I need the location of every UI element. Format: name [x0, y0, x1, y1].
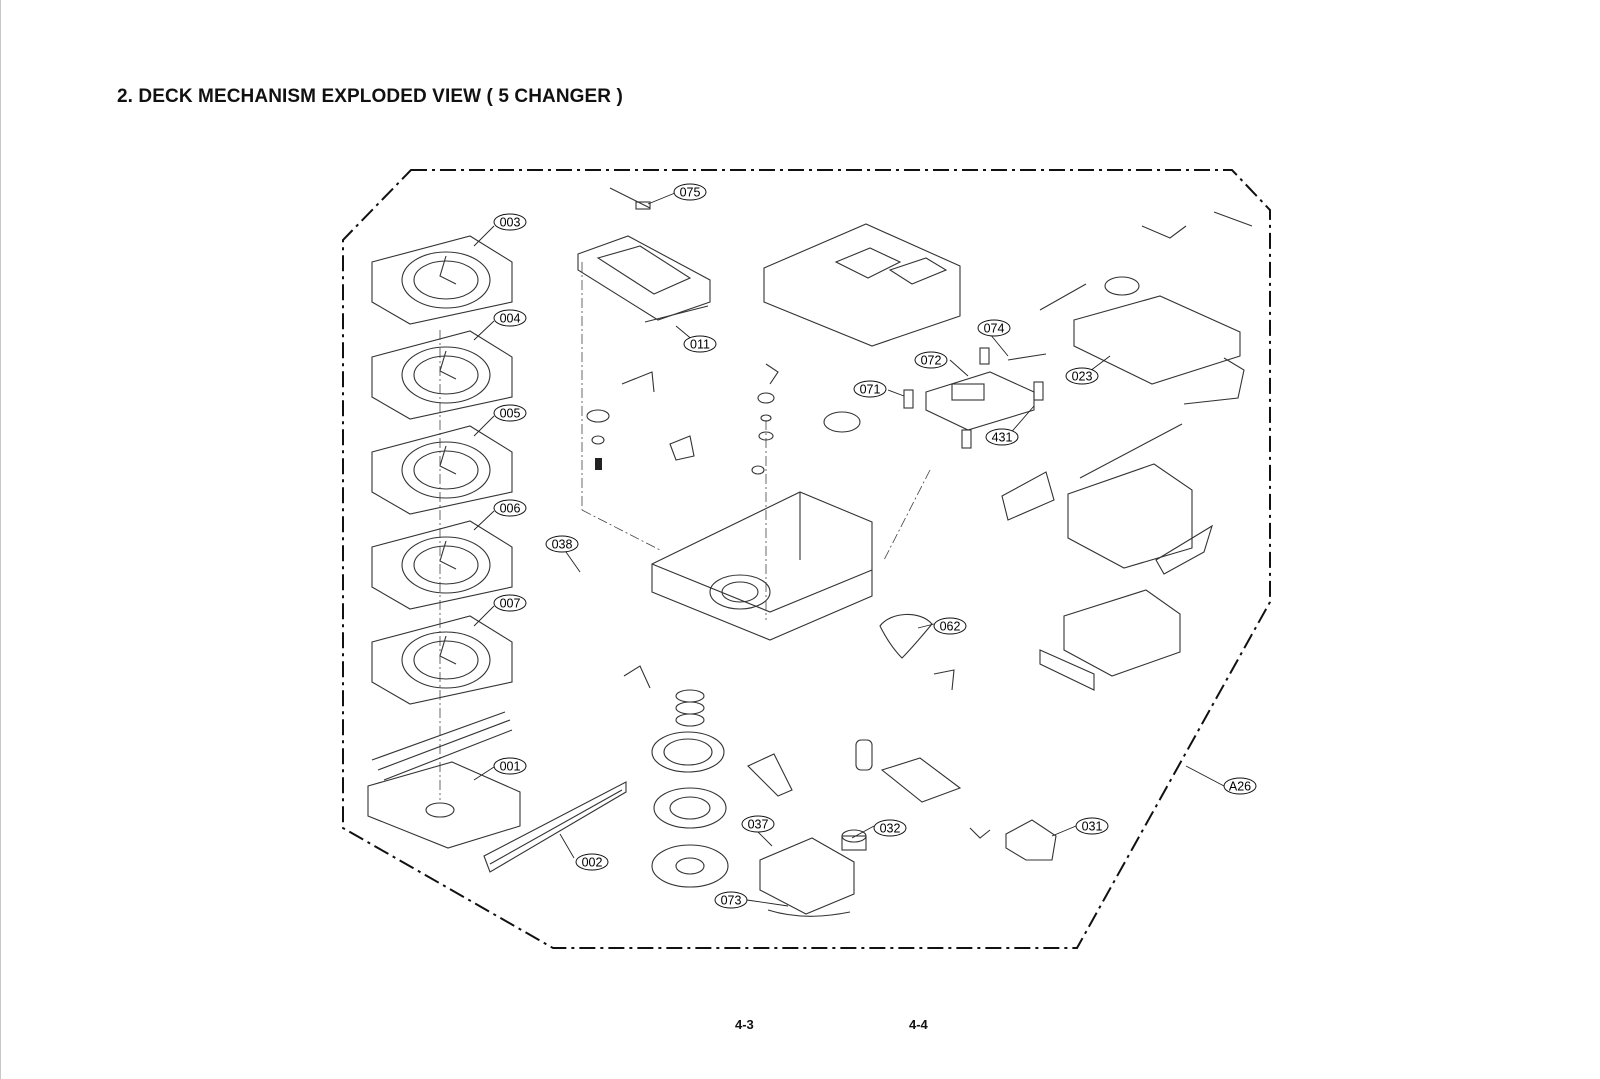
loader-frame: [1001, 423, 1213, 691]
callout-A26-label: A26: [1229, 780, 1251, 794]
callout-007: 007: [493, 594, 527, 612]
callout-038: 038: [545, 535, 579, 553]
callout-073: 073: [714, 891, 748, 909]
callout-001-label: 001: [500, 760, 521, 774]
callout-003-label: 003: [500, 216, 521, 230]
disc-tray-006: [371, 520, 513, 610]
disc-tray-007: [371, 615, 513, 705]
disc-tray-003: [371, 235, 513, 325]
callout-031: 031: [1075, 817, 1109, 835]
tray-base-001: [367, 711, 521, 849]
callout-007-label: 007: [500, 597, 521, 611]
page-title: 2. DECK MECHANISM EXPLODED VIEW ( 5 CHAN…: [117, 86, 623, 107]
callout-038-label: 038: [552, 538, 573, 552]
callout-006-label: 006: [500, 502, 521, 516]
callout-074: 074: [977, 319, 1011, 337]
callout-006: 006: [493, 499, 527, 517]
callout-072: 072: [914, 351, 948, 369]
callout-032-label: 032: [880, 822, 901, 836]
callout-072-label: 072: [921, 354, 942, 368]
callout-071-label: 071: [860, 383, 881, 397]
spring-431: [1033, 381, 1044, 401]
callout-002-label: 002: [582, 856, 603, 870]
callout-005-label: 005: [500, 407, 521, 421]
gearbox-037: [759, 829, 867, 917]
gear-stack: [586, 363, 861, 475]
callout-075: 075: [673, 183, 707, 201]
disc-tray-005: [371, 425, 513, 515]
page-number-left: 4-3: [735, 1017, 754, 1032]
page-edge-line: [0, 0, 1, 1079]
callout-074-label: 074: [984, 322, 1005, 336]
top-frame-011: [577, 187, 711, 323]
callout-037-label: 037: [748, 818, 769, 832]
callout-062-label: 062: [940, 620, 961, 634]
callout-004: 004: [493, 309, 527, 327]
slide-rail-002: [483, 781, 627, 873]
callout-023: 023: [1065, 367, 1099, 385]
callout-073-label: 073: [721, 894, 742, 908]
switch-031: [969, 819, 1057, 861]
callout-A26: A26: [1223, 777, 1257, 795]
callout-002: 002: [575, 853, 609, 871]
assembly-boundary: [342, 169, 1271, 949]
leader-lines: [473, 192, 1225, 907]
callout-431: 431: [985, 428, 1019, 446]
callout-003: 003: [493, 213, 527, 231]
callout-431-label: 431: [992, 431, 1013, 445]
pickup-unit-072: [903, 347, 1047, 449]
callout-011: 011: [683, 335, 717, 353]
callout-023-label: 023: [1072, 370, 1093, 384]
page-number-right: 4-4: [909, 1017, 928, 1032]
main-chassis: [581, 262, 931, 641]
callout-031-label: 031: [1082, 820, 1103, 834]
callout-071: 071: [853, 380, 887, 398]
callout-062: 062: [933, 617, 967, 635]
disc-tray-004: [371, 330, 513, 420]
callout-032: 032: [873, 819, 907, 837]
callout-004-label: 004: [500, 312, 521, 326]
callout-037: 037: [741, 815, 775, 833]
disc-trays: [371, 235, 513, 800]
callout-075-label: 075: [680, 186, 701, 200]
spring-071: [903, 389, 914, 409]
callout-011-label: 011: [690, 338, 710, 352]
callout-005: 005: [493, 404, 527, 422]
top-chassis-plate: [763, 223, 961, 347]
clamper-mechanism-023: [1039, 211, 1253, 405]
lower-drive-parts: [623, 665, 962, 888]
callout-001: 001: [493, 757, 527, 775]
belt-062: [879, 613, 933, 659]
